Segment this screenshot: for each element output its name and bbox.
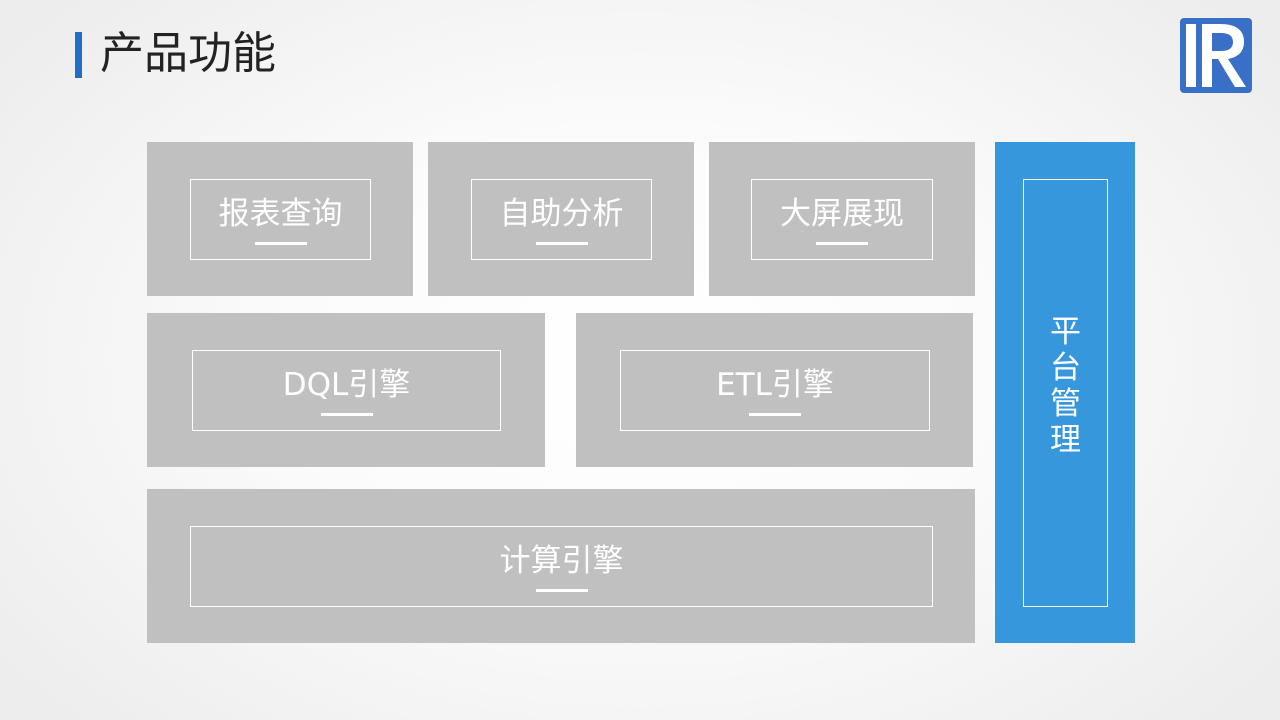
self-analysis-module[interactable]: 自助分析 (428, 142, 694, 296)
compute-engine-underline (535, 589, 588, 592)
compute-engine-label: 计算引擎 (499, 543, 624, 579)
etl-engine-module[interactable]: ETL引擎 (576, 313, 973, 467)
big-screen-label: 大屏展现 (780, 196, 904, 232)
etl-engine-label: ETL引擎 (716, 367, 834, 403)
self-analysis-frame: 自助分析 (471, 179, 652, 260)
compute-engine-module[interactable]: 计算引擎 (147, 489, 975, 643)
etl-engine-frame: ETL引擎 (620, 350, 930, 431)
report-query-frame: 报表查询 (190, 179, 371, 260)
big-screen-module[interactable]: 大屏展现 (709, 142, 975, 296)
dql-engine-label: DQL引擎 (282, 367, 411, 403)
self-analysis-underline (535, 242, 588, 245)
dql-engine-frame: DQL引擎 (192, 350, 501, 431)
report-query-module[interactable]: 报表查询 (147, 142, 413, 296)
platform-management-label: 平台管理 (1050, 314, 1081, 458)
report-query-underline (254, 242, 307, 245)
compute-engine-frame: 计算引擎 (190, 526, 933, 607)
big-screen-underline (816, 242, 868, 245)
platform-management-module[interactable]: 平台管理 (995, 142, 1135, 643)
self-analysis-label: 自助分析 (499, 196, 624, 232)
report-query-label: 报表查询 (218, 196, 343, 232)
platform-management-frame: 平台管理 (1023, 179, 1108, 607)
page-title: 产品功能 (100, 28, 276, 79)
dql-engine-module[interactable]: DQL引擎 (147, 313, 545, 467)
etl-engine-underline (749, 413, 801, 416)
company-r-logo-icon (1180, 18, 1252, 93)
dql-engine-underline (320, 413, 373, 416)
title-accent-bar (75, 32, 82, 78)
big-screen-frame: 大屏展现 (751, 179, 933, 260)
